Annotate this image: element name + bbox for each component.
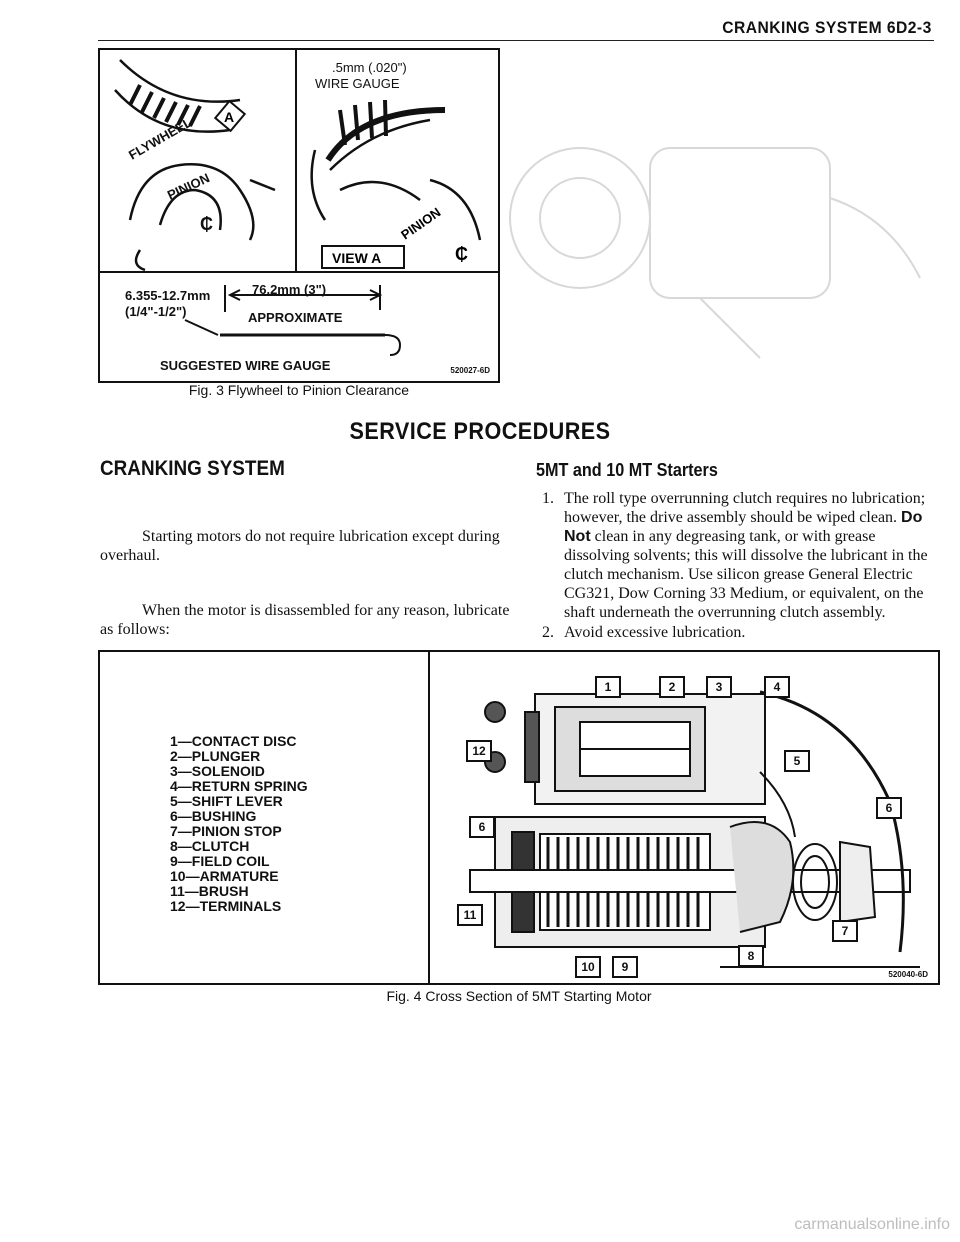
figure-3-caption: Fig. 3 Flywheel to Pinion Clearance: [188, 382, 410, 398]
legend-item: 12—TERMINALS: [170, 898, 282, 914]
header-rule: [98, 40, 934, 41]
callout-a-box: A: [213, 99, 247, 133]
callout-6-left: 6: [469, 816, 495, 838]
label-centerline-left: ₵: [200, 214, 213, 234]
figure-4-code: 520040-6D: [888, 970, 928, 979]
step-text: The roll type overrunning clutch require…: [564, 490, 926, 526]
figure-4-starting-motor-cross-section: 1—CONTACT DISC 2—PLUNGER 3—SOLENOID 4—RE…: [98, 650, 940, 985]
legend-item: 4—RETURN SPRING: [170, 778, 308, 794]
heading-starters: 5MT and 10 MT Starters: [536, 460, 718, 480]
step-text-cont: clean in any degreasing tank, or with gr…: [564, 528, 928, 621]
figure-4-divider: [428, 652, 430, 983]
callout-5: 5: [784, 750, 810, 772]
page-header: CRANKING SYSTEM 6D2-3: [722, 18, 932, 37]
watermark: carmanualsonline.info: [794, 1216, 950, 1233]
label-dim-inch: (1/4"-1/2"): [125, 304, 186, 319]
callout-6-right: 6: [876, 797, 902, 819]
legend-item: 2—PLUNGER: [170, 748, 261, 764]
label-view-a: VIEW A: [332, 250, 381, 266]
step-1: 1. The roll type overrunning clutch requ…: [536, 489, 938, 622]
paragraph-lubrication-intro: Starting motors do not require lubricati…: [100, 528, 500, 564]
legend-item: 9—FIELD COIL: [170, 853, 270, 869]
label-pinion-left: PINION: [165, 170, 212, 203]
step-number: 1.: [542, 490, 554, 507]
figure-3-flywheel-pinion-clearance: FLYWHEEL PINION ₵ A .5mm (.020") WIRE GA…: [98, 48, 500, 383]
callout-7: 7: [832, 920, 858, 942]
step-number: 2.: [542, 624, 554, 641]
label-centerline-right: ₵: [455, 244, 468, 264]
step-text: Avoid excessive lubrication.: [564, 624, 746, 641]
callout-10: 10: [575, 956, 601, 978]
figure-3-drawing: FLYWHEEL PINION ₵ A .5mm (.020") WIRE GA…: [100, 50, 498, 373]
step-emphasis: Do Not: [564, 509, 923, 545]
bleed-through-drawing: [509, 147, 921, 359]
callout-12: 12: [466, 740, 492, 762]
label-approximate: APPROXIMATE: [248, 310, 343, 325]
legend-item: 6—BUSHING: [170, 808, 257, 824]
legend-item: 1—CONTACT DISC: [170, 733, 297, 749]
label-length: 76.2mm (3"): [252, 282, 326, 297]
legend-item: 11—BRUSH: [170, 883, 249, 899]
label-wire-gauge-word: WIRE GAUGE: [315, 76, 400, 91]
label-dim-metric: 6.355-12.7mm: [125, 288, 210, 303]
figure-4-legend: 1—CONTACT DISC 2—PLUNGER 3—SOLENOID 4—RE…: [170, 734, 308, 914]
heading-service-procedures: SERVICE PROCEDURES: [349, 418, 611, 445]
callout-1: 1: [595, 676, 621, 698]
label-arrow-a: A: [224, 109, 234, 125]
paragraph-lubricate-as-follows: When the motor is disassembled for any r…: [100, 602, 510, 638]
label-pinion-right: PINION: [398, 204, 443, 242]
callout-11: 11: [457, 904, 483, 926]
label-wire-gauge-size: .5mm (.020"): [332, 60, 407, 75]
figure-3-code: 520027-6D: [450, 366, 490, 375]
legend-item: 7—PINION STOP: [170, 823, 282, 839]
heading-cranking-system: CRANKING SYSTEM: [100, 457, 285, 480]
figure-4-caption: Fig. 4 Cross Section of 5MT Starting Mot…: [386, 988, 652, 1004]
callout-9: 9: [612, 956, 638, 978]
starter-motor-drawing: [469, 690, 920, 968]
legend-item: 10—ARMATURE: [170, 868, 279, 884]
callout-4: 4: [764, 676, 790, 698]
legend-item: 8—CLUTCH: [170, 838, 250, 854]
label-suggested-wire-gauge: SUGGESTED WIRE GAUGE: [160, 358, 331, 373]
callout-3: 3: [706, 676, 732, 698]
legend-item: 3—SOLENOID: [170, 763, 265, 779]
steps-list: 1. The roll type overrunning clutch requ…: [536, 489, 938, 643]
callout-2: 2: [659, 676, 685, 698]
callout-8: 8: [738, 945, 764, 967]
legend-item: 5—SHIFT LEVER: [170, 793, 283, 809]
step-2: 2. Avoid excessive lubrication.: [536, 623, 938, 642]
view-a-box: [321, 245, 405, 269]
